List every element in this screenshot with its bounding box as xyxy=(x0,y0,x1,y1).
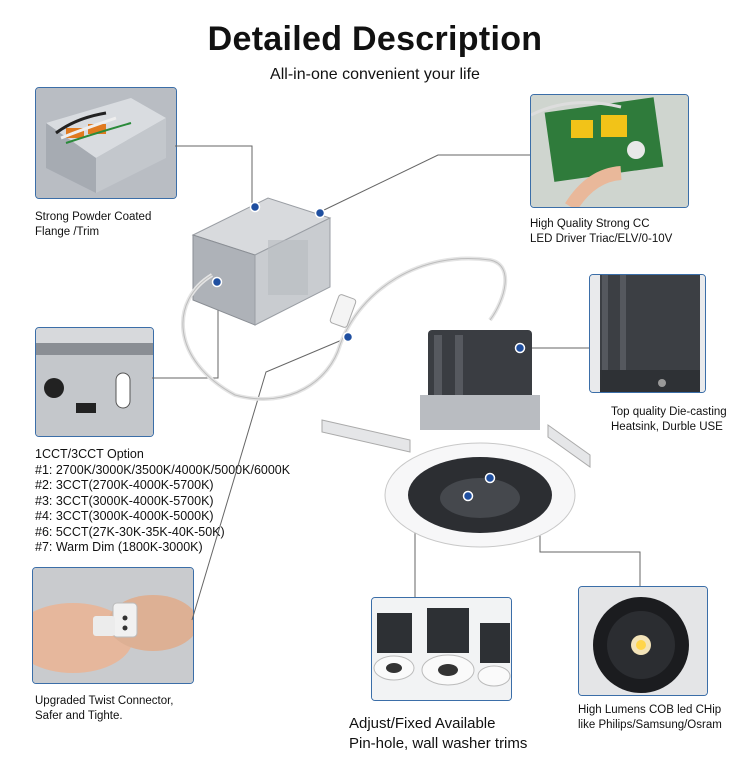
flange-caption-line1: Strong Powder Coated xyxy=(35,211,152,223)
cct-option: #1: 2700K/3000K/3500K/4000K/5000K/6000K xyxy=(35,462,291,477)
marker-dot xyxy=(484,472,496,484)
driver-caption: High Quality Strong CC LED Driver Triac/… xyxy=(530,217,672,247)
driver-caption-line2: LED Driver Triac/ELV/0-10V xyxy=(530,233,673,245)
marker-dot xyxy=(314,207,326,219)
leader-lines xyxy=(152,145,641,621)
cct-option: #3: 3CCT(3000K-4000K-5700K) xyxy=(35,493,214,508)
junction-box-photo xyxy=(35,87,177,199)
heatsink-caption-line2: Heatsink, Durble USE xyxy=(611,421,723,433)
heatsink-caption-line1: Top quality Die-casting xyxy=(611,406,727,418)
flange-caption: Strong Powder Coated Flange /Trim xyxy=(35,210,151,240)
driver-box xyxy=(191,197,332,326)
cct-option: #2: 3CCT(2700K-4000K-5700K) xyxy=(35,478,214,492)
trims-caption-line2: Pin-hole, wall washer trims xyxy=(349,735,528,752)
cob-caption-line1: High Lumens COB led CHip xyxy=(578,704,722,716)
page-subtitle: All-in-one convenient your life xyxy=(270,66,480,83)
marker-dot xyxy=(462,490,474,502)
cob-led-photo xyxy=(578,586,708,696)
heatsink-caption: Top quality Die-casting Heatsink, Durble… xyxy=(611,405,727,435)
marker-dot xyxy=(249,201,261,213)
cct-option: #4: 3CCT(3000K-4000K-5000K) xyxy=(35,509,214,523)
marker-dot xyxy=(514,342,526,354)
driver-pcb-photo xyxy=(530,94,689,208)
connector-caption: Upgraded Twist Connector, Safer and Tigh… xyxy=(35,694,174,724)
driver-caption-line1: High Quality Strong CC xyxy=(530,218,650,230)
page-title: Detailed Description xyxy=(207,20,543,58)
cct-option-list: 1CCT/3CCT Option #1: 2700K/3000K/3500K/4… xyxy=(35,447,290,556)
cob-caption-line2: like Philips/Samsung/Osram xyxy=(578,719,722,731)
connector-caption-line1: Upgraded Twist Connector, xyxy=(35,695,174,707)
trims-photo xyxy=(371,597,512,701)
marker-dot xyxy=(342,331,354,343)
trims-caption: Adjust/Fixed Available Pin-hole, wall wa… xyxy=(349,714,527,754)
downlight-fixture xyxy=(321,330,591,548)
cct-option: 1CCT/3CCT Option xyxy=(35,447,144,461)
cob-caption: High Lumens COB led CHip like Philips/Sa… xyxy=(578,703,722,733)
twist-connector-photo xyxy=(32,567,194,684)
marker-dot xyxy=(211,276,223,288)
cct-option: #6: 5CCT(27K-30K-35K-40K-50K) xyxy=(35,524,225,539)
cct-switch-photo xyxy=(35,327,154,437)
flange-caption-line2: Flange /Trim xyxy=(35,226,100,238)
connector-caption-line2: Safer and Tighte. xyxy=(35,710,123,722)
trims-caption-line1: Adjust/Fixed Available xyxy=(349,715,496,732)
cct-option: #7: Warm Dim (1800K-3000K) xyxy=(35,540,203,554)
heatsink-photo xyxy=(589,274,706,393)
